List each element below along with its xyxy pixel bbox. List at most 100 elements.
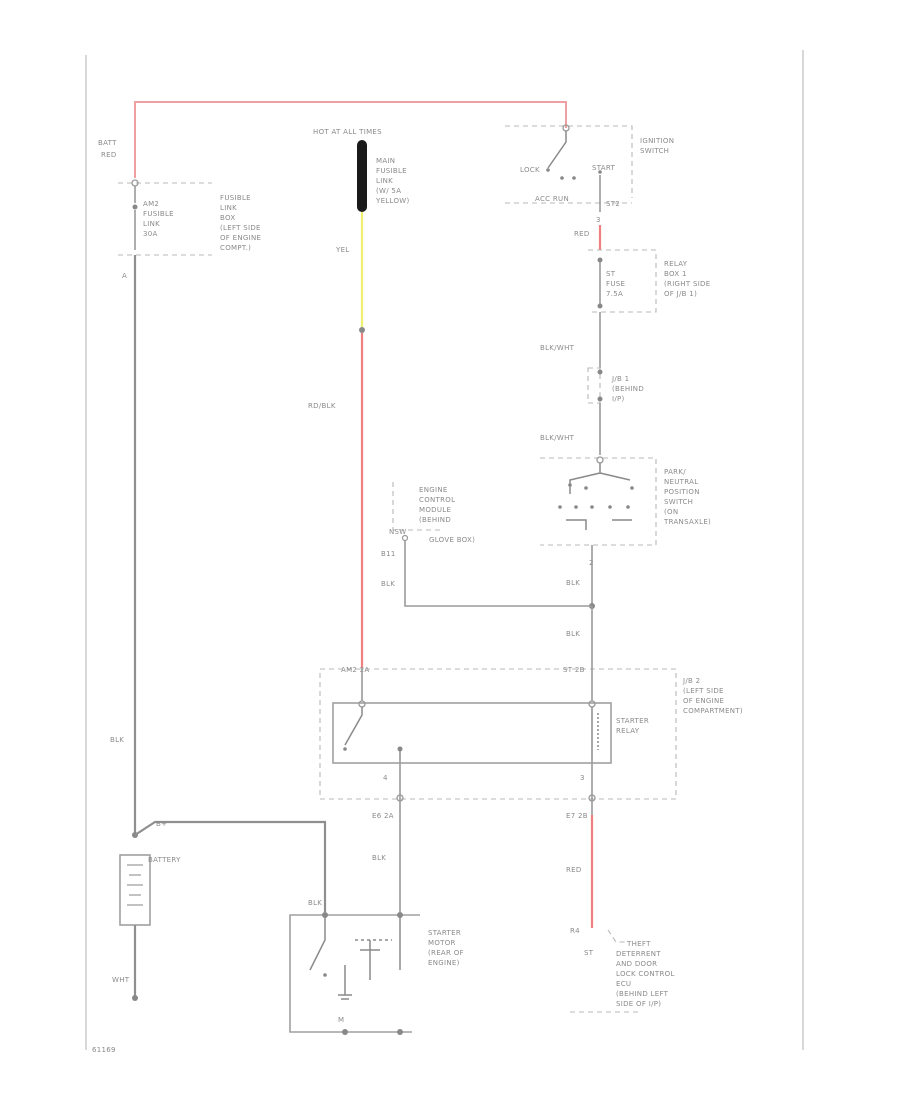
ecm-label-5: GLOVE BOX): [429, 536, 475, 544]
ecm-label-3: MODULE: [419, 506, 451, 514]
fl-box-label-1: FUSIBLE: [220, 194, 251, 202]
yellow-splice: [359, 327, 365, 333]
jb2-label-4: COMPARTMENT): [683, 707, 743, 715]
ign-start-label: START: [592, 164, 616, 172]
fusible-terminal-mid: [132, 204, 138, 210]
theft-pin-st: ST: [584, 949, 594, 957]
starter-motor-label-1: STARTER: [428, 929, 461, 937]
st-fuse-label-1: ST: [606, 270, 616, 278]
starter-pin-label: M: [338, 1016, 344, 1024]
theft-label-6: (BEHIND LEFT: [616, 990, 669, 998]
e6-2a-label: E6 2A: [372, 812, 394, 820]
ecm-label-1: ENGINE: [419, 486, 448, 494]
pnp-switch-blade: [569, 463, 601, 494]
jb1-label-2: (BEHIND: [612, 385, 644, 393]
30a-label: 30A: [143, 230, 158, 238]
hot-at-all-times: HOT AT ALL TIMES: [313, 128, 382, 136]
ign-switch-blade: [547, 131, 567, 169]
theft-label-1: THEFT: [626, 940, 651, 948]
battery-label: BATTERY: [148, 856, 181, 864]
red-wire-label: RED: [574, 230, 590, 238]
jb2-label-3: OF ENGINE: [683, 697, 724, 705]
ign-lock-label: LOCK: [520, 166, 540, 174]
blkwht-label-2: BLK/WHT: [540, 434, 575, 442]
blk-left-label: BLK: [110, 736, 124, 744]
blk-ecm-label: BLK: [381, 580, 395, 588]
ecm-label-4: (BEHIND: [419, 516, 451, 524]
rdblk-label: RD/BLK: [308, 402, 336, 410]
pnp-pin-label: 2: [589, 559, 594, 567]
ecm-blk-wire: [404, 541, 592, 607]
theft-label-3: AND DOOR: [616, 960, 657, 968]
relay-box1-outline: [588, 249, 657, 313]
pnp-label-1: PARK/: [664, 468, 686, 476]
starter-relay-label-2: RELAY: [616, 727, 640, 735]
main-fl-label-1: MAIN: [376, 157, 395, 165]
battery-to-starter-wire: [134, 820, 327, 912]
theft-label-7: SIDE OF I/P): [616, 1000, 661, 1008]
ign-box-top: [505, 125, 633, 198]
st-fuse-label-2: FUSE: [606, 280, 625, 288]
blk-to-relay-label: BLK: [566, 630, 580, 638]
pnp-label-6: TRANSAXLE): [663, 518, 711, 526]
pnp-label-4: SWITCH: [664, 498, 693, 506]
pnp-label-2: NEUTRAL: [664, 478, 698, 486]
fusible-label: FUSIBLE: [143, 210, 174, 218]
blk-starter-label: BLK: [308, 899, 322, 907]
blkwht-label-1: BLK/WHT: [540, 344, 575, 352]
starter-solenoid-blade: [309, 915, 326, 971]
battery-pos-label: B+: [156, 820, 167, 828]
jb2-label-2: (LEFT SIDE: [683, 687, 724, 695]
starter-ground-symbol: [338, 965, 352, 1000]
main-fusible-link: [357, 140, 367, 212]
main-fl-label-4: (W/ 5A: [376, 187, 401, 195]
jb1-label-3: I/P): [612, 395, 625, 403]
ecm-label-2: CONTROL: [419, 496, 455, 504]
e7-2b-label: E7 2B: [566, 812, 588, 820]
ign-st2-label: ST2: [606, 200, 620, 208]
battery-red-wire: [134, 101, 567, 178]
starter-relay-label-1: STARTER: [616, 717, 649, 725]
battery-ground-dot: [132, 995, 138, 1001]
fl-box-label-2: LINK: [220, 204, 237, 212]
fl-box-label-6: COMPT.): [220, 244, 251, 252]
main-fl-label-5: YELLOW): [375, 197, 410, 205]
ecm-outline: [392, 482, 440, 531]
main-fl-label-2: FUSIBLE: [376, 167, 407, 175]
starter-motor-box: [289, 914, 420, 1033]
am2-label: AM2: [143, 200, 159, 208]
st-2b-label: ST 2B: [563, 666, 585, 674]
relay-pin-3: 3: [580, 774, 585, 782]
ecm-pin-label: NSW: [389, 528, 407, 536]
starter-motor-label-4: ENGINE): [428, 959, 460, 967]
blk-pnp-label: BLK: [566, 579, 580, 587]
main-fl-label-3: LINK: [376, 177, 393, 185]
am2-2a-label: AM2 2A: [341, 666, 370, 674]
relay-contact-blade: [344, 707, 363, 746]
pnp-switch-outline: [540, 457, 657, 546]
st-fuse-label-3: 7.5A: [606, 290, 623, 298]
svg-text:3: 3: [596, 216, 601, 224]
figure-code: 61169: [92, 1046, 116, 1054]
fl-box-label-5: OF ENGINE: [220, 234, 261, 242]
pnp-label-3: POSITION: [664, 488, 700, 496]
relay-pin-4: 4: [383, 774, 388, 782]
theft-label-4: LOCK CONTROL: [616, 970, 675, 978]
blk-mid-label: BLK: [372, 854, 386, 862]
starter-motor-label-3: (REAR OF: [428, 949, 464, 957]
theft-label-5: ECU: [616, 980, 631, 988]
batt-label-2: RED: [101, 151, 117, 159]
red-lower-label: RED: [566, 866, 582, 874]
relay-box-label-4: OF J/B 1): [664, 290, 697, 298]
starter-motor-label-2: MOTOR: [428, 939, 456, 947]
pnp-label-5: (ON: [664, 508, 678, 516]
ign-switch-label-1: IGNITION: [640, 137, 674, 145]
batt-label-1: BATT: [98, 139, 117, 147]
link-label: LINK: [143, 220, 160, 228]
left-pin-label: A: [122, 272, 127, 280]
theft-label-2: DETERRENT: [616, 950, 661, 958]
jb1-label-1: J/B 1: [611, 375, 629, 383]
relay-box-label-2: BOX 1: [664, 270, 687, 278]
wht-bottom-label: WHT: [112, 976, 130, 984]
